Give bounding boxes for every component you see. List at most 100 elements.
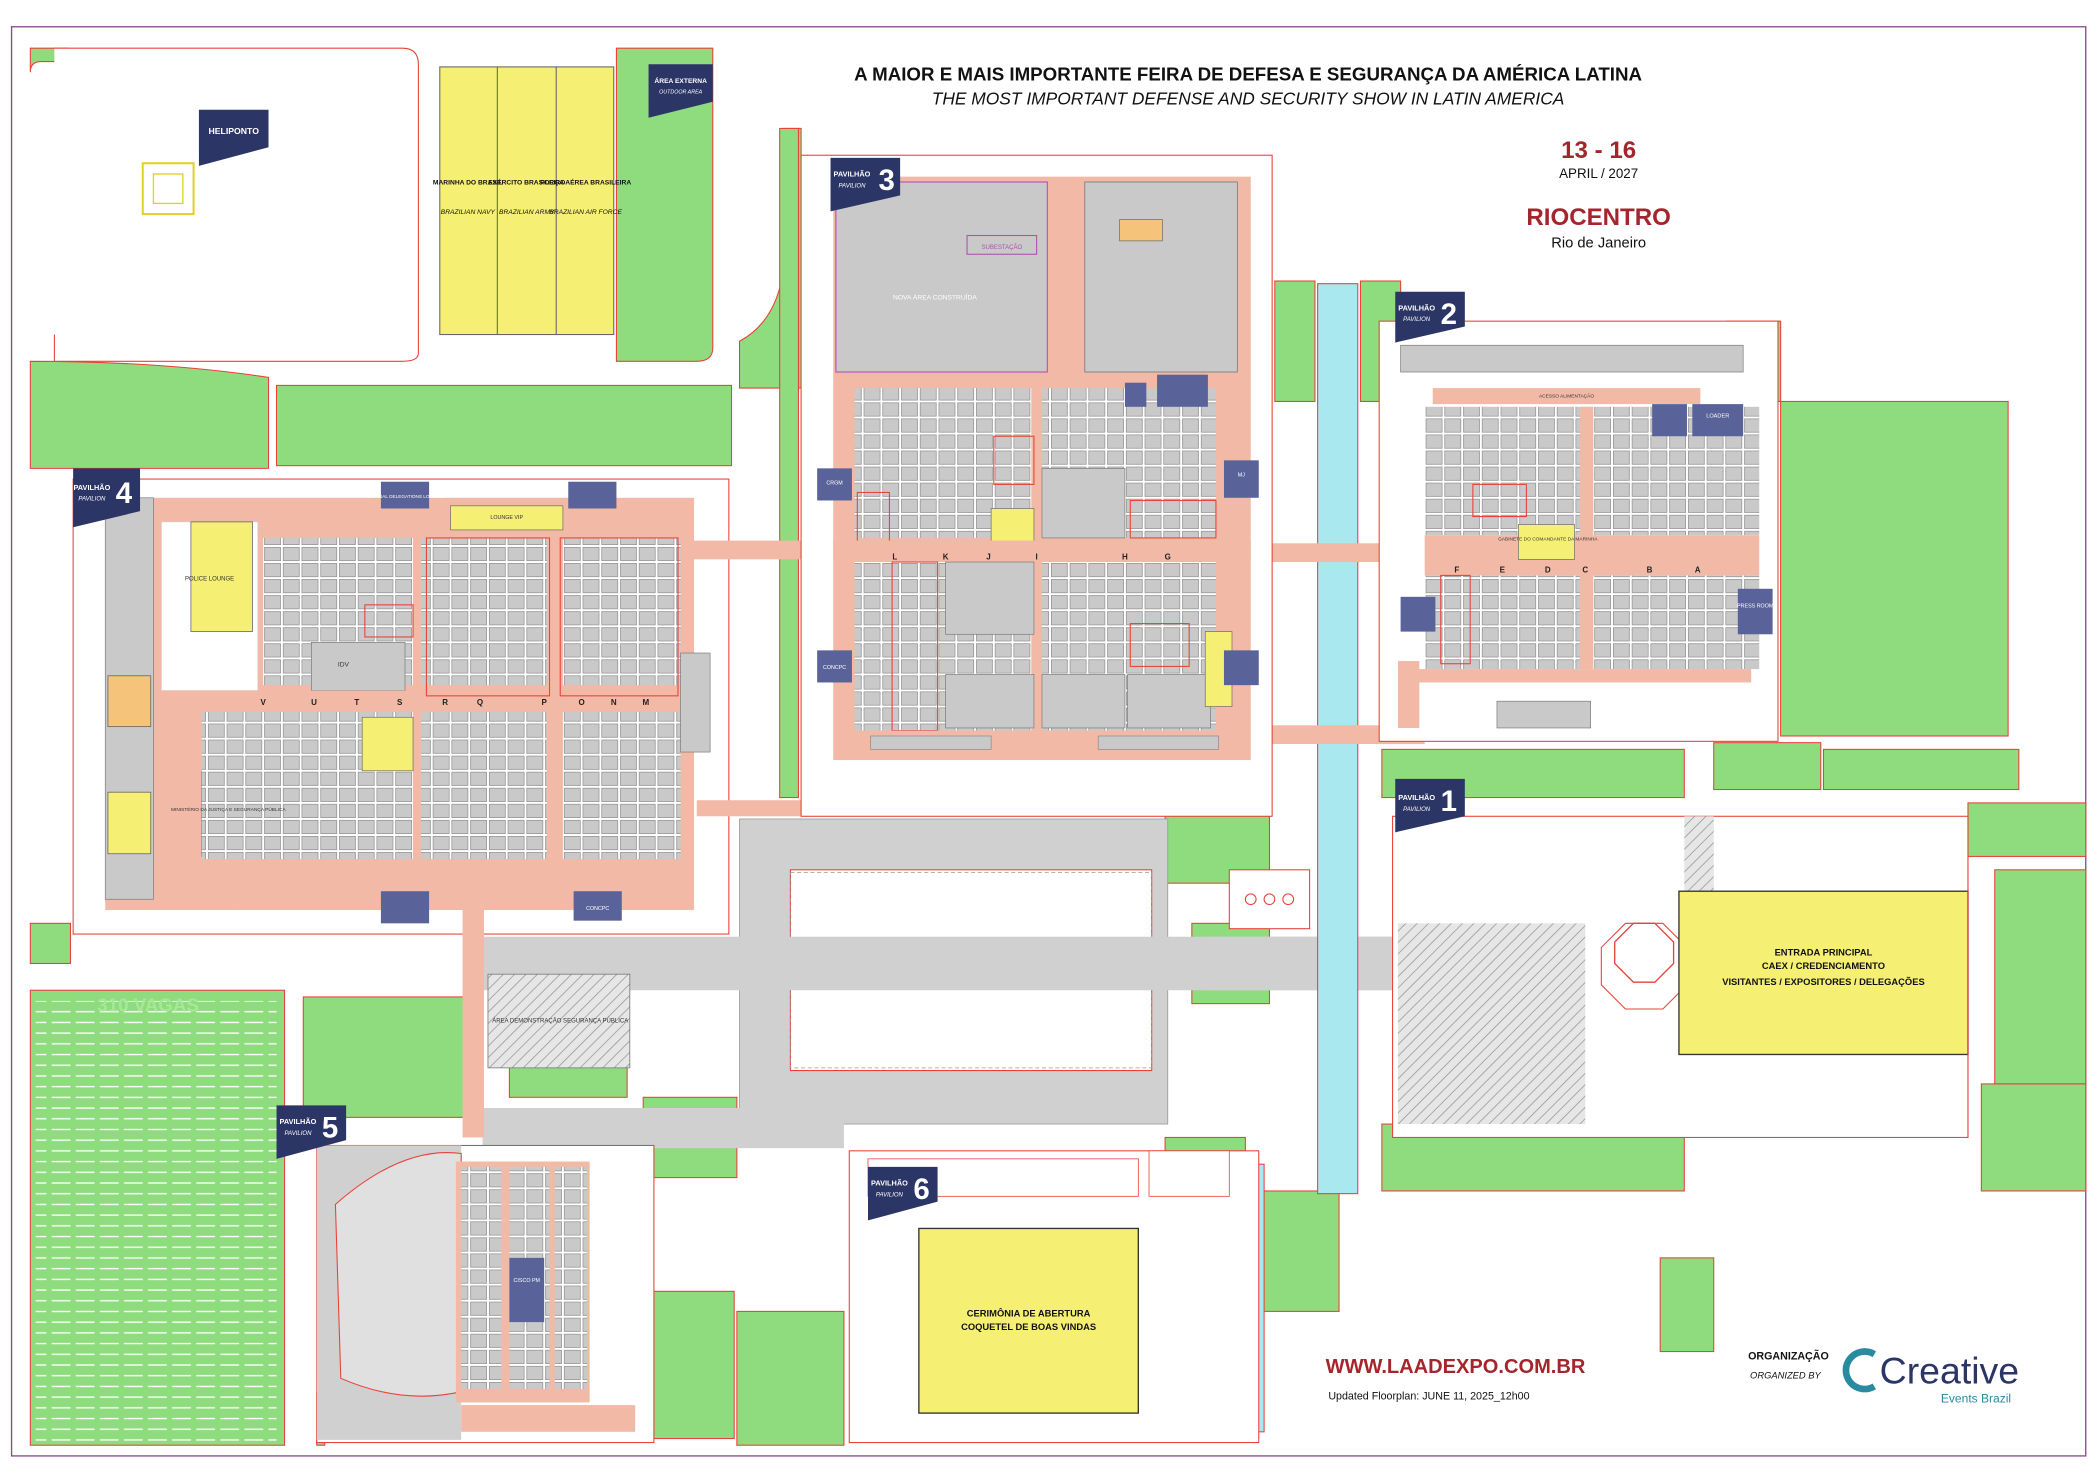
aisle-e: E [1500,566,1506,575]
pavilion-tag-5[interactable]: PAVILHÃO PAVILION 5 [276,1105,347,1159]
walkway-4-3 [688,540,810,560]
army-en-label: BRAZILIAN ARMY [499,209,555,216]
pavilion-1[interactable] [1392,815,1969,1138]
svg-text:2: 2 [1441,298,1457,331]
airforce-en-label: BRAZILIAN AIR FORCE [549,209,622,216]
svg-text:3: 3 [879,164,895,197]
svg-text:LOADER: LOADER [1706,414,1729,420]
aisle-a: A [1695,566,1701,575]
heliport-tag: HELIPONTO [198,109,269,166]
pav2-meeting-tag[interactable] [1400,596,1436,632]
aisle-r: R [442,698,448,707]
aisle-u: U [311,698,317,707]
svg-text:MJ: MJ [1238,472,1245,478]
aisle-f: F [1454,566,1459,575]
pavilion-tag-4[interactable]: PAVILHÃO PAVILION 4 [73,468,141,528]
parking-lot [35,1000,277,1443]
accesso-label: ACESSO ALIMENTAÇÃO [1539,392,1594,399]
aisle-t: T [354,698,359,707]
pav2-navy-tag[interactable] [1652,404,1687,437]
army-label: EXÉRCITO BRASILEIRO [488,178,565,187]
roads [482,818,1406,1149]
pavilion-4[interactable] [72,478,730,935]
svg-text:OFFICIAL DELEGATIONS LOUNGE: OFFICIAL DELEGATIONS LOUNGE [367,494,443,499]
title-pt: A MAIOR E MAIS IMPORTANTE FEIRA DE DEFES… [854,63,1642,84]
pavilion3-navy-tag-2[interactable] [1124,382,1147,407]
page-border [10,26,2087,1457]
pavilion-tag-3[interactable]: PAVILHÃO PAVILION 3 [830,157,901,212]
svg-text:PAVILION: PAVILION [1403,317,1431,323]
cisco-label: CISCO PM [514,1278,541,1284]
entrance-line3: VISITANTES / EXPOSITORES / DELEGAÇÕES [1722,977,1924,987]
svg-text:PAVILION: PAVILION [838,183,866,189]
walkway-4-5 [462,909,484,1138]
title-en: THE MOST IMPORTANT DEFENSE AND SECURITY … [932,88,1565,108]
header: A MAIOR E MAIS IMPORTANTE FEIRA DE DEFES… [854,63,1671,251]
heliport-area [53,47,419,362]
aisle-l: L [892,552,897,561]
aisle-v: V [260,698,266,707]
outdoor-area[interactable] [439,66,615,336]
svg-text:PAVILION: PAVILION [78,496,106,502]
idv-label: IDV [338,661,350,668]
new-area-label: NOVA ÁREA CONSTRUÍDA [893,293,977,302]
svg-text:PAVILION: PAVILION [1403,807,1431,813]
pavilion-tag-6[interactable]: PAVILHÃO PAVILION 6 [868,1166,938,1221]
organized-by-label: ORGANIZED BY [1750,1370,1821,1380]
svg-text:PAVILHÃO: PAVILHÃO [871,1179,908,1188]
helipad-icon [141,162,195,216]
aisle-k: K [943,552,949,561]
svg-text:6: 6 [913,1173,929,1206]
website-link[interactable]: WWW.LAADEXPO.COM.BR [1326,1356,1586,1378]
official-lounge-tag[interactable] [380,481,430,509]
pavilion-tag-1[interactable]: PAVILHÃO PAVILION 1 [1395,778,1465,833]
gabinete-label: GABINETE DO COMANDANTE DA MARINHA [1498,537,1598,543]
svg-text:5: 5 [322,1111,338,1144]
svg-text:PAVILHÃO: PAVILHÃO [280,1117,317,1126]
svg-text:CONCPC: CONCPC [586,906,609,912]
ceremony-line1: CERIMÔNIA DE ABERTURA [967,1308,1091,1319]
organization-label: ORGANIZAÇÃO [1748,1350,1829,1363]
concpc-tag-pav3[interactable] [817,650,852,683]
svg-text:4: 4 [116,477,133,510]
concpc-tag-pav4[interactable] [573,891,622,921]
loader-tag[interactable] [1692,404,1744,437]
pavilion3-navy-tag[interactable] [1157,374,1208,407]
security-demo-area[interactable] [487,973,631,1069]
svg-text:PAVILION: PAVILION [876,1192,904,1198]
security-demo-label: ÁREA DEMONSTRAÇÃO SEGURANÇA PÚBLICA [492,1017,628,1024]
svg-text:Events Brazil: Events Brazil [1941,1391,2011,1405]
aisle-s: S [397,698,403,707]
pavilion-2[interactable] [1378,320,1779,742]
aisle-h: H [1122,552,1128,561]
svg-text:1: 1 [1441,785,1457,818]
entrance-line2: CAEX / CREDENCIAMENTO [1762,961,1885,971]
svg-text:Creative: Creative [1880,1350,2019,1392]
mj-tag-pav4[interactable] [380,891,430,924]
navy-label: MARINHA DO BRASIL [433,180,503,187]
svg-text:OUTDOOR AREA: OUTDOOR AREA [659,90,703,96]
svg-text:PAVILHÃO: PAVILHÃO [73,483,110,492]
press-room-tag[interactable] [1737,588,1773,635]
aisle-q: Q [477,698,483,707]
pavilion-tag-2[interactable]: PAVILHÃO PAVILION 2 [1395,291,1465,343]
aisle-b: B [1647,566,1653,575]
bilaterais-tag[interactable] [1223,460,1259,498]
ministry-defense-tag[interactable] [1223,650,1259,686]
svg-text:HELIPONTO: HELIPONTO [208,126,259,136]
pavilion-5[interactable] [316,1144,655,1444]
crgm-tag[interactable] [817,468,852,501]
aisle-d: D [1545,566,1551,575]
aisle-j: J [986,552,990,561]
parking-label: 310 VAGAS [97,995,199,1016]
aisle-p: P [541,698,547,707]
aisle-m: M [643,698,650,707]
official-lounge-tag-2[interactable] [568,481,617,509]
event-dates: 13 - 16 [1561,137,1636,164]
svg-text:PAVILION: PAVILION [284,1131,312,1137]
aisle-n: N [611,698,617,707]
pavilion-3[interactable] [800,154,1273,817]
aisle-g: G [1165,552,1171,561]
